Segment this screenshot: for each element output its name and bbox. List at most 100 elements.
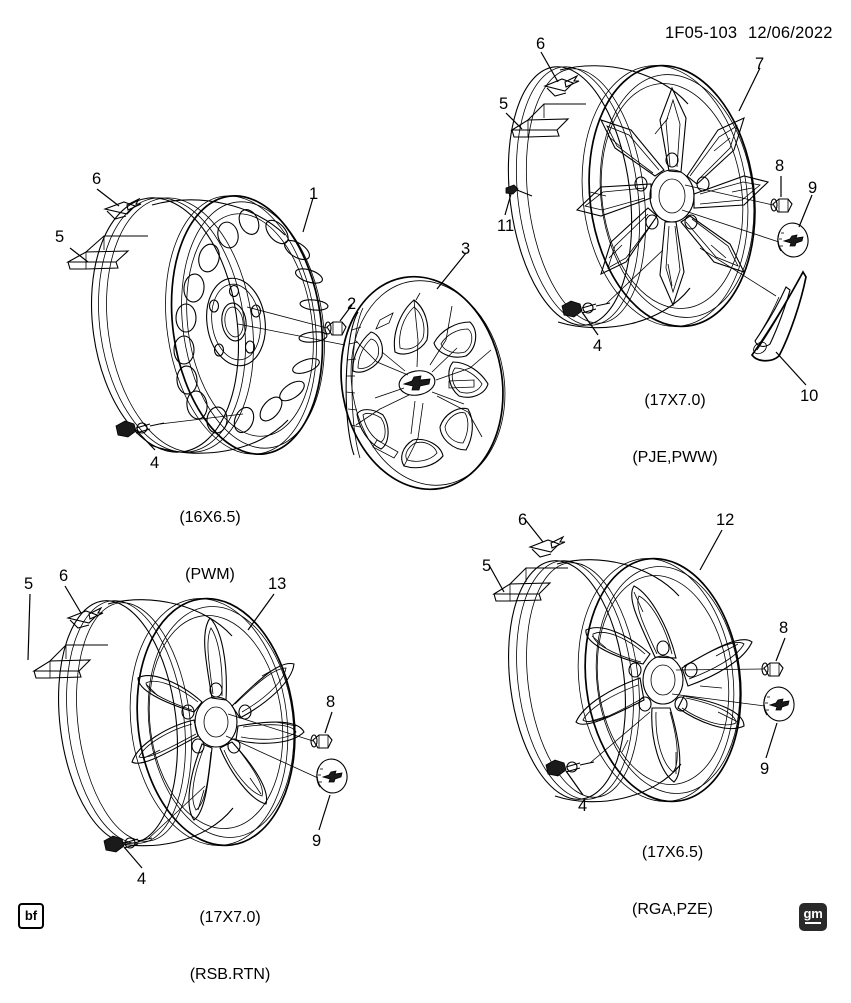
connector-10 [699,247,777,297]
callout-number-6-alloy-a: 6 [536,35,546,53]
balance-weight-strip-5-steel [65,235,148,270]
callout-number-11: 11 [497,217,515,235]
group-size-steel: (16X6.5) [179,509,241,526]
assembly-alloy-wheel-pje-pww [504,51,813,386]
group-size-alloy-a: (17X7.0) [644,392,706,409]
callout-number-5-alloy-a: 5 [499,95,509,113]
valve-stem-11 [505,184,533,197]
assembly-alloy-wheel-rga-pze [488,517,795,803]
leader-line-9-alloy-a [798,194,813,228]
alloy-wheel-7-rim [507,64,756,329]
connector-8-alloy-a [684,184,774,206]
parts-diagram-canvas [27,51,813,869]
group-label-alloy-rga-pze: (17X6.5) (RGA,PZE) [595,805,750,938]
steel-wheel-rim [90,195,329,455]
group-label-alloy-pje-pww: (17X7.0) (PJE,PWW) [600,353,750,486]
leader-line-7 [738,67,761,112]
lug-nut-8-alloy-c [761,662,784,677]
tpms-sensor-4-alloy-a [561,300,611,318]
leader-line-6-steel [96,188,120,207]
connector-8-alloy-c [675,668,765,671]
callout-number-6-alloy-c: 6 [518,511,528,529]
callout-number-1: 1 [309,185,319,203]
leader-line-5-steel [69,247,89,263]
leader-line-11 [504,193,512,216]
leader-line-2 [339,304,353,322]
connector-4-alloy-c [589,711,651,764]
callout-number-9-alloy-c: 9 [760,760,770,778]
balance-weight-clip-6-alloy-b [66,606,104,629]
lug-nut-2 [324,321,347,336]
gm-logo: gm [799,903,827,931]
alloy-wheel-12-rim [508,557,742,803]
group-label-alloy-rsb-rtn: (17X7.0) (RSB.RTN) [150,870,310,1003]
callout-number-6-alloy-b: 6 [59,567,69,585]
connector-4-alloy-b [147,785,206,840]
center-cap-9-alloy-a [777,222,809,258]
leader-line-1 [302,197,314,233]
connector-2b [237,323,346,346]
assembly-steel-wheel [65,188,506,491]
balance-weight-strip-5-alloy-c [492,567,568,602]
callout-number-12: 12 [716,511,735,529]
callout-number-5-alloy-c: 5 [482,557,492,575]
center-cap-9-alloy-c [763,686,795,722]
leader-line-6-alloy-c [523,517,544,543]
connector-9-alloy-a [681,209,780,243]
group-rpo-alloy-b: (RSB.RTN) [189,966,271,983]
center-cap-9-alloy-b [316,758,348,794]
group-rpo-alloy-a: (PJE,PWW) [632,449,718,466]
balance-weight-clip-6-alloy-a [543,74,580,97]
leader-line-5-alloy-b [27,593,31,661]
lug-nut-8-alloy-b [310,734,333,749]
leader-line-6-alloy-b [64,585,82,614]
drawing-part-number: 1F05-103 [665,24,738,42]
steel-wheel-hub [206,277,266,367]
gm-logo-underline [805,922,821,924]
balance-weight-strip-5-alloy-a [510,103,586,138]
drawing-date: 12/06/2022 [748,24,833,42]
wheel-cover-windows [352,299,489,469]
tpms-sensor-4-steel [115,420,165,438]
alloy-wheel-7-spokes [575,86,770,307]
callout-number-8-alloy-c: 8 [779,619,789,637]
assembly-alloy-wheel-rsb-rtn [27,585,348,869]
callout-number-5-alloy-b: 5 [24,575,34,593]
tpms-sensor-4-alloy-b [103,835,153,853]
callout-number-3: 3 [461,240,471,258]
leader-line-4-alloy-c [565,770,584,796]
callout-number-8-alloy-a: 8 [775,157,785,175]
leader-line-10 [775,351,807,386]
callout-number-4-alloy-b: 4 [137,870,147,888]
leader-line-3 [436,252,467,290]
chevrolet-bowtie-emblem-cover [398,370,436,396]
balance-weight-strip-5-alloy-b [32,644,108,679]
callout-number-13: 13 [268,575,287,593]
connector-2a [246,306,328,329]
callout-number-7: 7 [755,55,765,73]
connector-8-alloy-b [227,713,314,742]
callout-number-5-steel: 5 [55,228,65,246]
callout-number-4-steel: 4 [150,454,160,472]
connector-9-alloy-c [671,693,766,707]
callout-number-9-alloy-b: 9 [312,832,322,850]
group-size-alloy-b: (17X7.0) [199,909,261,926]
callout-number-2: 2 [347,295,357,313]
wheel-cover-ribs [354,292,492,467]
lug-nut-8-alloy-a [770,198,793,213]
leader-line-5-alloy-a [505,112,523,130]
callout-number-10: 10 [800,387,819,405]
leader-line-8-alloy-c [775,637,786,662]
group-label-steel-wheel: (16X6.5) (PWM) [140,470,280,603]
wheel-trim-insert-10 [750,270,807,362]
gm-logo-text: gm [803,906,823,921]
balance-weight-clip-6-alloy-c [528,535,566,558]
alloy-wheel-12-spokes [575,585,753,783]
leader-line-5-alloy-c [488,564,505,593]
group-size-alloy-c: (17X6.5) [641,844,704,861]
group-rpo-steel: (PWM) [185,566,235,583]
callout-number-4-alloy-c: 4 [578,797,588,815]
tpms-sensor-4-alloy-c [545,759,595,777]
callout-number-8-alloy-b: 8 [326,693,336,711]
leader-line-13 [247,593,275,631]
